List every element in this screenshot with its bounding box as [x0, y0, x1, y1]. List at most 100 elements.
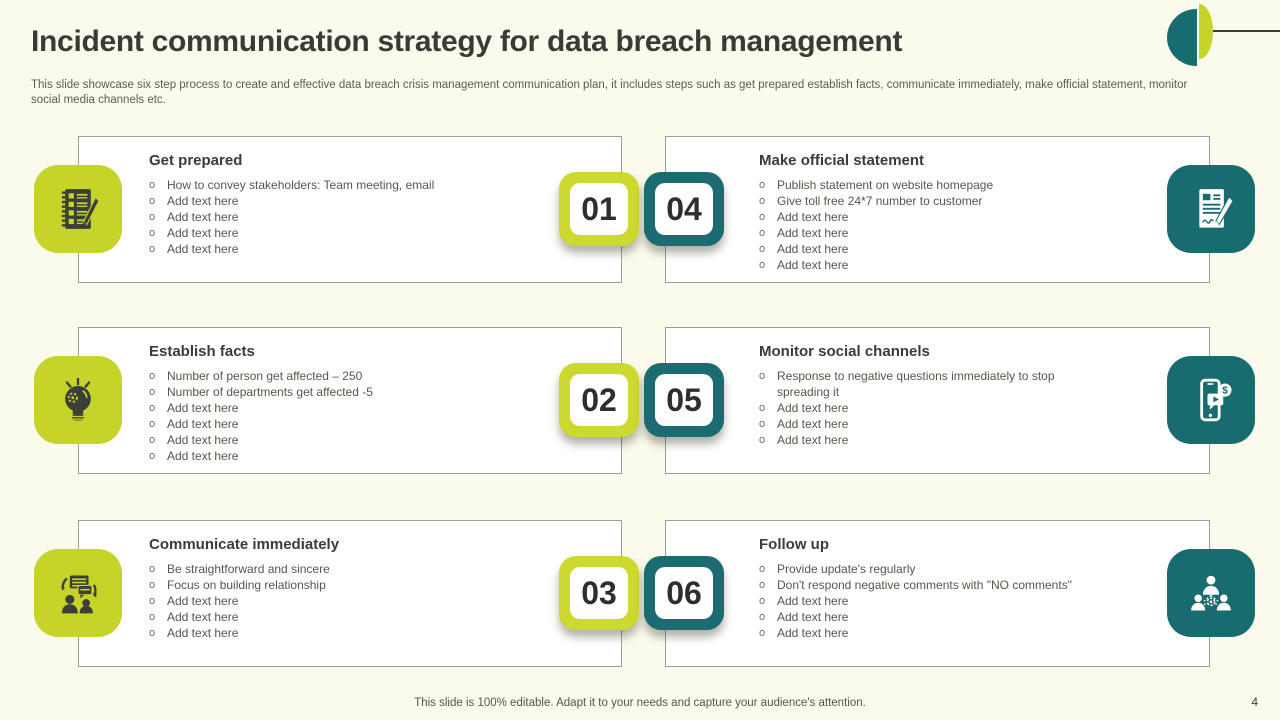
bullet-marker: o — [149, 563, 156, 575]
step-number: 03 — [581, 574, 617, 611]
bullet-item: o Add text here — [149, 448, 551, 464]
badge-inner: 02 — [570, 374, 628, 426]
bullet-marker: o — [149, 179, 156, 191]
bullet-marker: o — [149, 386, 156, 398]
bullet-marker: o — [149, 450, 156, 462]
bullet-text: Add text here — [777, 433, 849, 447]
step-title: Make official statement — [759, 152, 925, 169]
bullet-marker: o — [149, 611, 156, 623]
step-title: Establish facts — [149, 343, 255, 360]
bullet-item: o How to convey stakeholders: Team meetin… — [149, 177, 551, 193]
bullet-text: Add text here — [167, 417, 239, 431]
step-number: 05 — [666, 381, 702, 418]
bullet-marker: o — [149, 627, 156, 639]
bullet-text: Add text here — [777, 610, 849, 624]
bullet-text: Add text here — [167, 433, 239, 447]
step-number-badge-05: 05 — [644, 363, 724, 437]
bullet-text: Be straightforward and sincere — [167, 562, 330, 576]
bullet-item: o Number of departments get affected -5 — [149, 384, 551, 400]
bullet-item: o Add text here — [759, 257, 1097, 273]
bullet-marker: o — [759, 227, 766, 239]
bullet-marker: o — [149, 211, 156, 223]
bullet-item: o Add text here — [149, 241, 551, 257]
badge-inner: 03 — [570, 567, 628, 619]
step-number-badge-02: 02 — [559, 363, 639, 437]
badge-inner: 06 — [655, 567, 713, 619]
step-number-badge-04: 04 — [644, 172, 724, 246]
slide-description: This slide showcase six step process to … — [31, 79, 1188, 106]
bullet-marker: o — [759, 179, 766, 191]
bullet-text: Add text here — [777, 226, 849, 240]
bullet-text: Add text here — [167, 242, 239, 256]
bullet-text: Add text here — [777, 401, 849, 415]
bullet-text: Add text here — [777, 594, 849, 608]
step-number-badge-06: 06 — [644, 556, 724, 630]
bullet-text: Add text here — [777, 417, 849, 431]
bullet-marker: o — [759, 595, 766, 607]
lightbulb-glyph — [65, 377, 91, 421]
bullet-marker: o — [759, 402, 766, 414]
document-pen-glyph — [1199, 189, 1234, 228]
people-conversation-glyph — [61, 575, 97, 614]
bullet-marker: o — [759, 243, 766, 255]
checklist-icon — [34, 165, 122, 253]
lightbulb-gear-icon — [34, 356, 122, 444]
bullet-text: Don't respond negative comments with "NO… — [777, 578, 1072, 592]
team-network-icon — [1167, 549, 1255, 637]
bullet-marker: o — [149, 227, 156, 239]
half-pill-decoration — [1199, 4, 1213, 59]
bullet-marker: o — [149, 195, 156, 207]
bullet-item: o Focus on building relationship — [149, 577, 551, 593]
bullet-marker: o — [149, 243, 156, 255]
bullet-text: Add text here — [167, 594, 239, 608]
step-number: 06 — [666, 574, 702, 611]
bullet-text: Add text here — [777, 242, 849, 256]
bullet-item: o Add text here — [759, 400, 1097, 416]
badge-inner: 01 — [570, 183, 628, 235]
editable-note: This slide is 100% editable. Adapt it to… — [414, 697, 866, 709]
step-number-badge-01: 01 — [559, 172, 639, 246]
bullet-text: Response to negative questions immediate… — [777, 369, 1055, 399]
phone-social-media-icon: $ — [1167, 356, 1255, 444]
bullet-text: Add text here — [777, 258, 849, 272]
svg-text:$: $ — [1222, 385, 1228, 397]
bullet-text: Focus on building relationship — [167, 578, 326, 592]
bullet-list: o Response to negative questions immediat… — [759, 368, 1097, 448]
page-number: 4 — [1251, 695, 1258, 709]
checklist-glyph — [61, 189, 100, 229]
bullet-marker: o — [759, 370, 766, 382]
bullet-marker: o — [759, 259, 766, 271]
step-title: Follow up — [759, 536, 829, 553]
bullet-text: Add text here — [167, 401, 239, 415]
bullet-list: o How to convey stakeholders: Team meetin… — [149, 177, 551, 257]
bullet-item: o Response to negative questions immediat… — [759, 368, 1097, 400]
step-title: Get prepared — [149, 152, 243, 169]
bullet-text: Add text here — [167, 449, 239, 463]
bullet-marker: o — [759, 563, 766, 575]
team-network-glyph — [1191, 575, 1231, 611]
bullet-text: How to convey stakeholders: Team meeting… — [167, 178, 435, 192]
bullet-item: o Add text here — [759, 241, 1097, 257]
bullet-marker: o — [149, 418, 156, 430]
half-circle-decoration — [1167, 9, 1197, 66]
bullet-text: Add text here — [777, 210, 849, 224]
bullet-marker: o — [149, 579, 156, 591]
bullet-text: Add text here — [777, 626, 849, 640]
bullet-text: Number of departments get affected -5 — [167, 385, 373, 399]
